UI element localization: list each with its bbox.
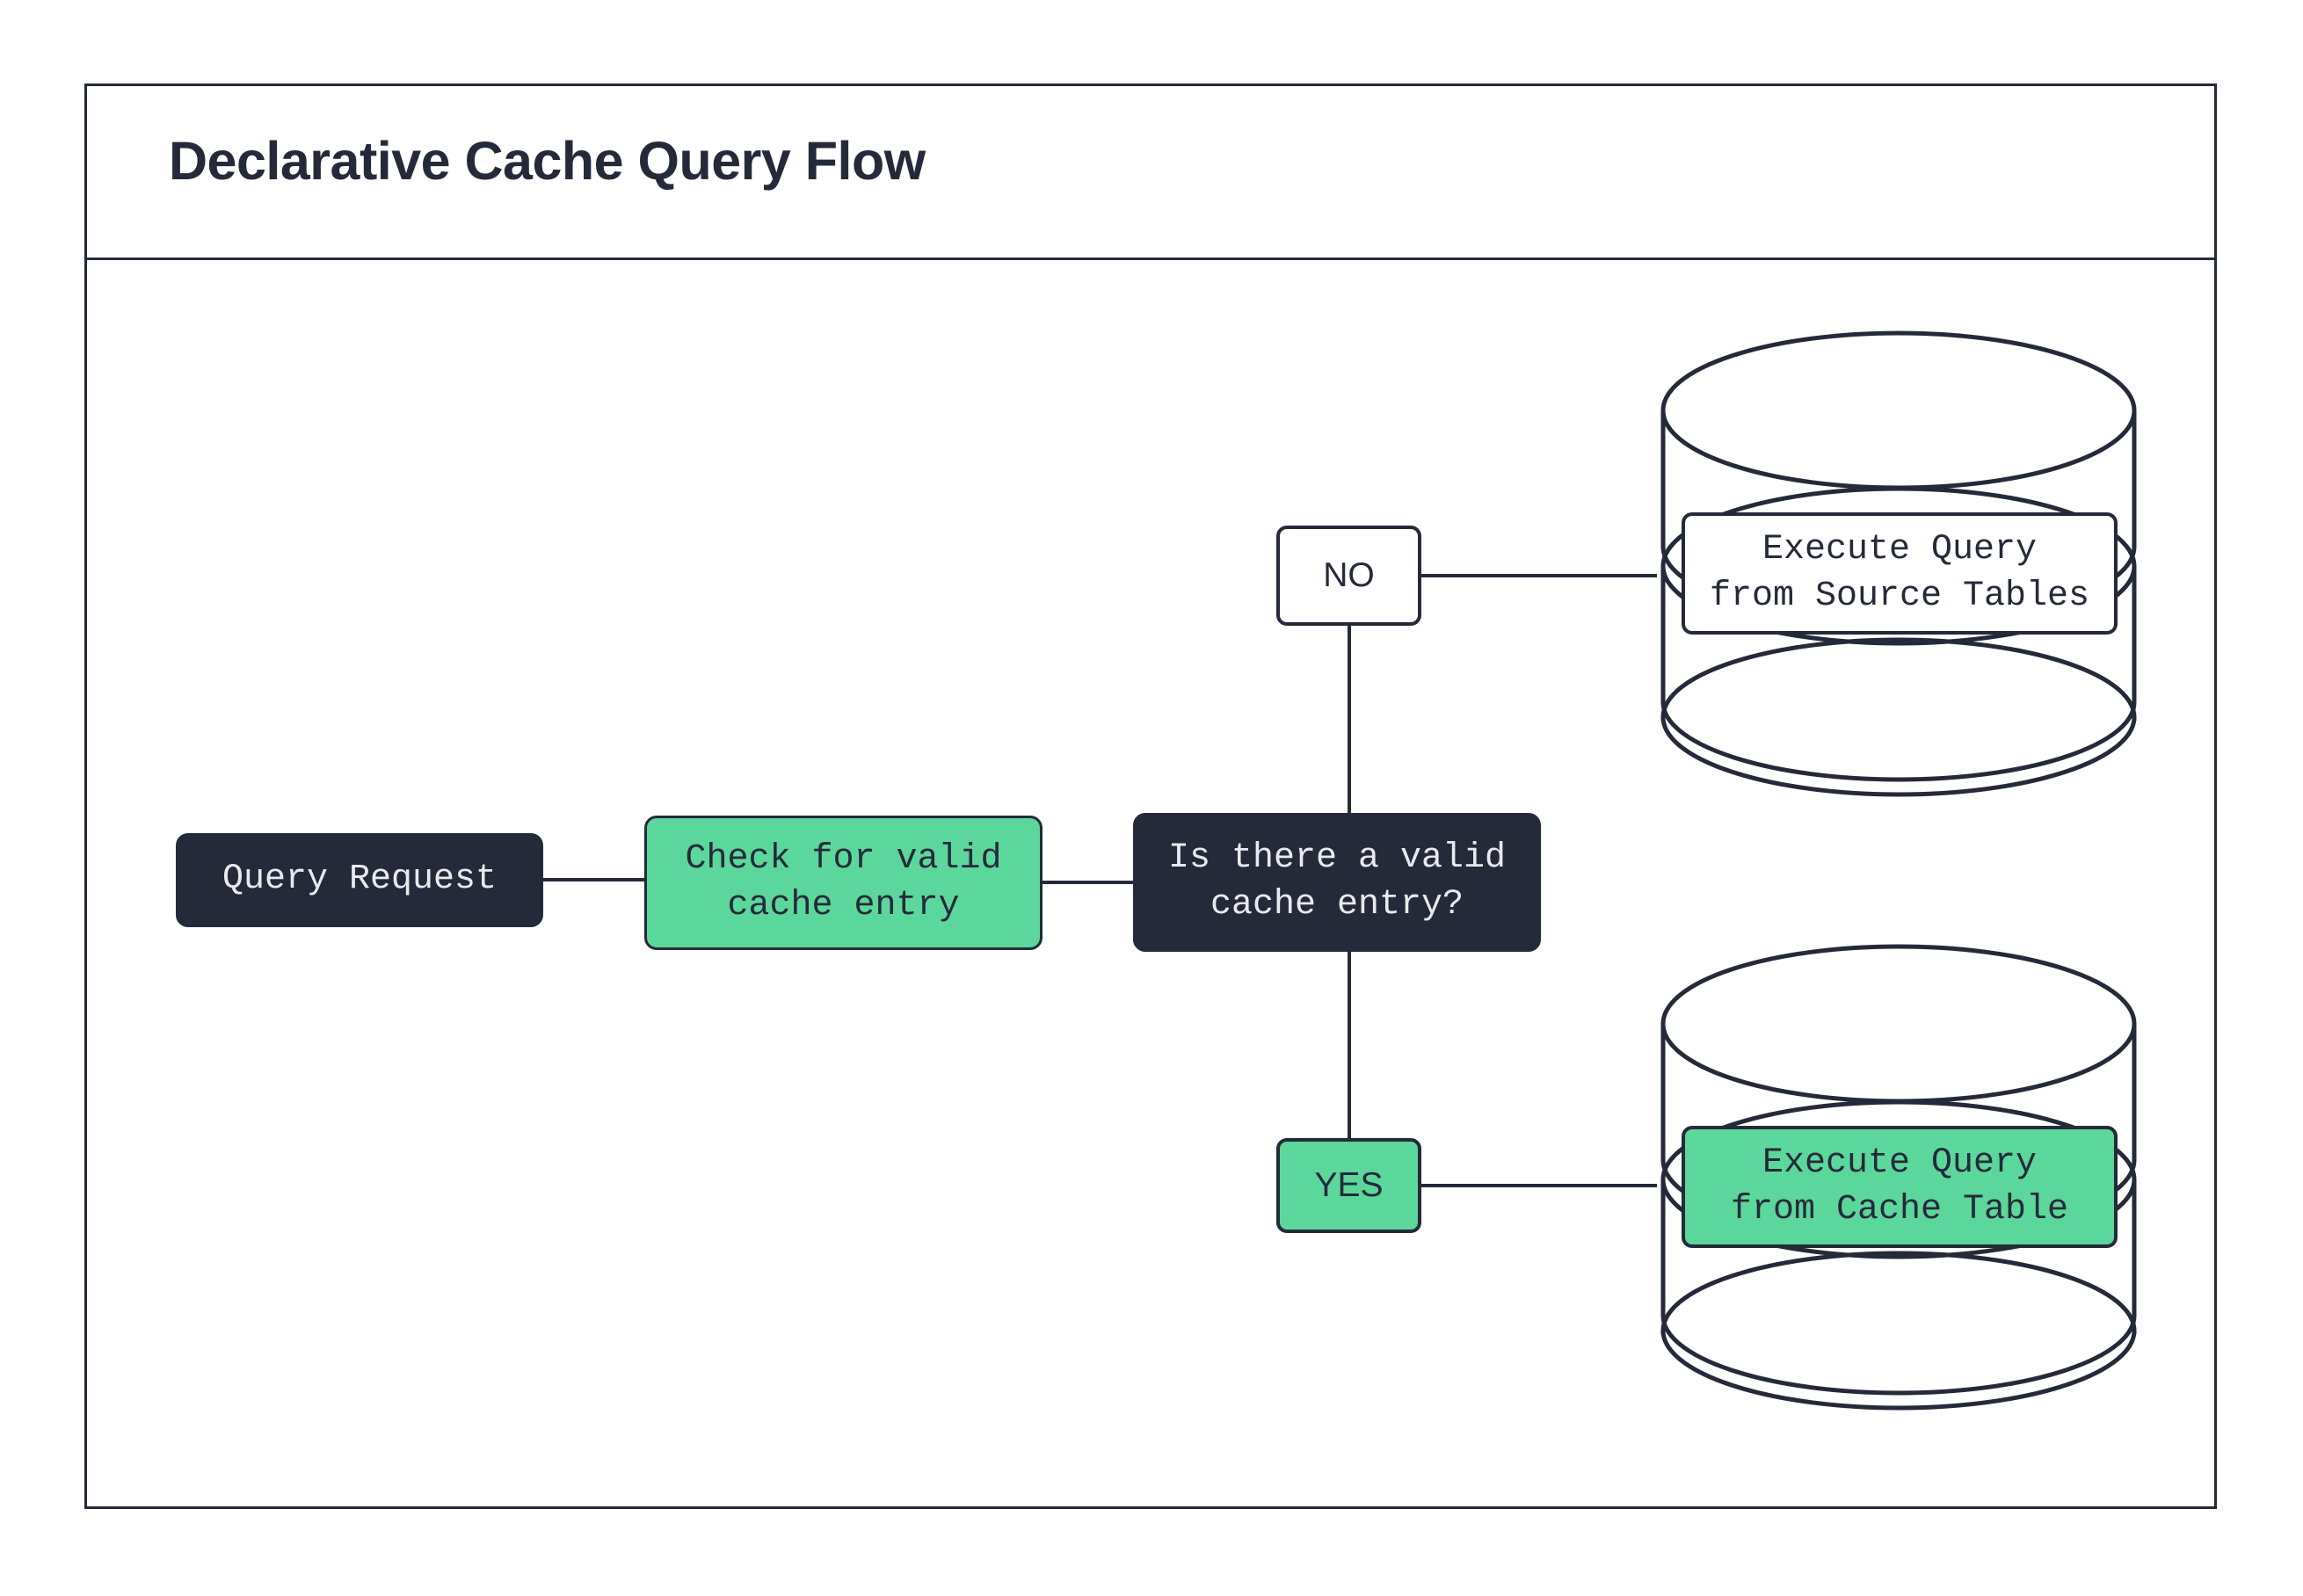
database-label-execute-query-cache-table[interactable]: Execute Query from Cache Table <box>1682 1126 2118 1248</box>
database-icon <box>1660 330 2137 797</box>
connector-request-to-check <box>541 878 647 881</box>
branch-label-no[interactable]: NO <box>1276 526 1421 626</box>
page-title: Declarative Cache Query Flow <box>169 131 926 191</box>
connector-no-to-source-db <box>1420 574 1657 577</box>
connector-yes-to-cache-db <box>1420 1184 1657 1187</box>
node-decision-valid-cache-entry[interactable]: Is there a valid cache entry? <box>1133 813 1541 952</box>
connector-check-to-decision <box>1041 881 1136 884</box>
node-query-request[interactable]: Query Request <box>176 833 543 927</box>
connector-decision-to-yes <box>1348 949 1351 1140</box>
diagram-frame <box>84 83 2217 1509</box>
connector-decision-to-no <box>1348 624 1351 815</box>
node-check-for-valid-cache-entry[interactable]: Check for valid cache entry <box>644 816 1043 950</box>
diagram-header-bar <box>84 83 2217 260</box>
database-cylinder-source-tables <box>1653 327 2145 802</box>
database-label-execute-query-source-tables[interactable]: Execute Query from Source Tables <box>1682 512 2118 635</box>
branch-label-yes[interactable]: YES <box>1276 1138 1421 1233</box>
